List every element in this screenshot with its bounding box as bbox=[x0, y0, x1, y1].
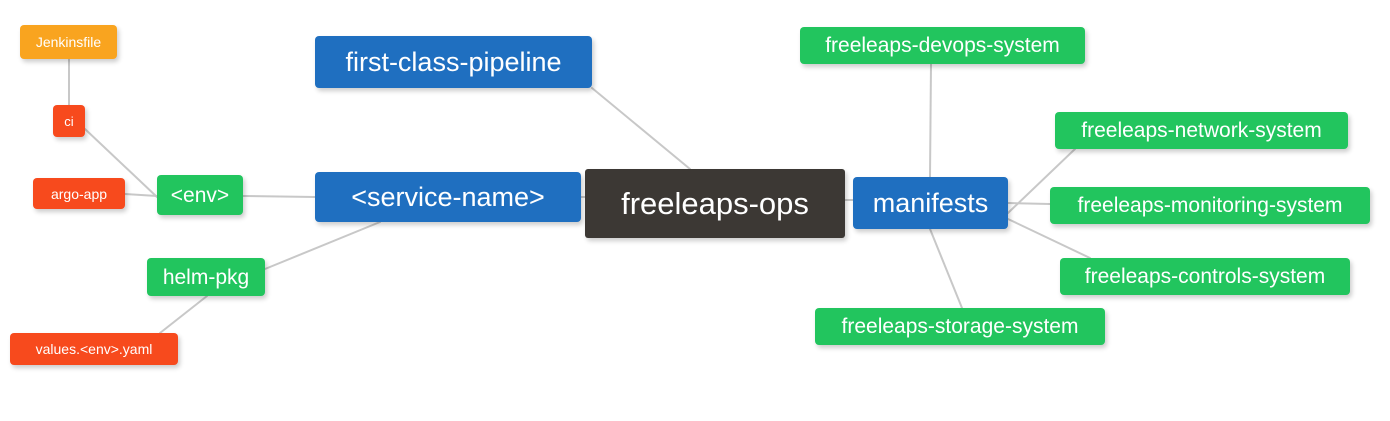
node-freeleaps-devops-system[interactable]: freeleaps-devops-system bbox=[800, 27, 1085, 64]
node-manifests[interactable]: manifests bbox=[853, 177, 1008, 229]
node-first-class-pipeline[interactable]: first-class-pipeline bbox=[315, 36, 592, 88]
node-ci[interactable]: ci bbox=[53, 105, 85, 137]
edge-manifests-to-freeleaps-devops-system bbox=[929, 63, 932, 178]
node-helm-pkg[interactable]: helm-pkg bbox=[147, 258, 265, 296]
edge-env-to-service-name bbox=[242, 195, 316, 198]
node-freeleaps-network-system[interactable]: freeleaps-network-system bbox=[1055, 112, 1348, 149]
node-env[interactable]: <env> bbox=[157, 175, 243, 215]
edge-helm-pkg-to-service-name bbox=[264, 221, 381, 270]
node-argo-app[interactable]: argo-app bbox=[33, 178, 125, 209]
node-freeleaps-monitoring-system[interactable]: freeleaps-monitoring-system bbox=[1050, 187, 1370, 224]
edge-manifests-to-freeleaps-controls-system bbox=[1007, 218, 1091, 259]
edge-manifests-to-freeleaps-monitoring-system bbox=[1007, 202, 1051, 205]
node-jenkinsfile[interactable]: Jenkinsfile bbox=[20, 25, 117, 59]
node-values-yaml[interactable]: values.<env>.yaml bbox=[10, 333, 178, 365]
edge-manifests-to-freeleaps-storage-system bbox=[929, 228, 963, 309]
edge-argo-app-to-env bbox=[124, 193, 158, 197]
node-service-name[interactable]: <service-name> bbox=[315, 172, 581, 222]
node-freeleaps-ops[interactable]: freeleaps-ops bbox=[585, 169, 845, 238]
edge-values-yaml-to-helm-pkg bbox=[159, 295, 208, 334]
edge-first-class-pipeline-to-freeleaps-ops bbox=[591, 87, 691, 170]
node-freeleaps-storage-system[interactable]: freeleaps-storage-system bbox=[815, 308, 1105, 345]
node-freeleaps-controls-system[interactable]: freeleaps-controls-system bbox=[1060, 258, 1350, 295]
